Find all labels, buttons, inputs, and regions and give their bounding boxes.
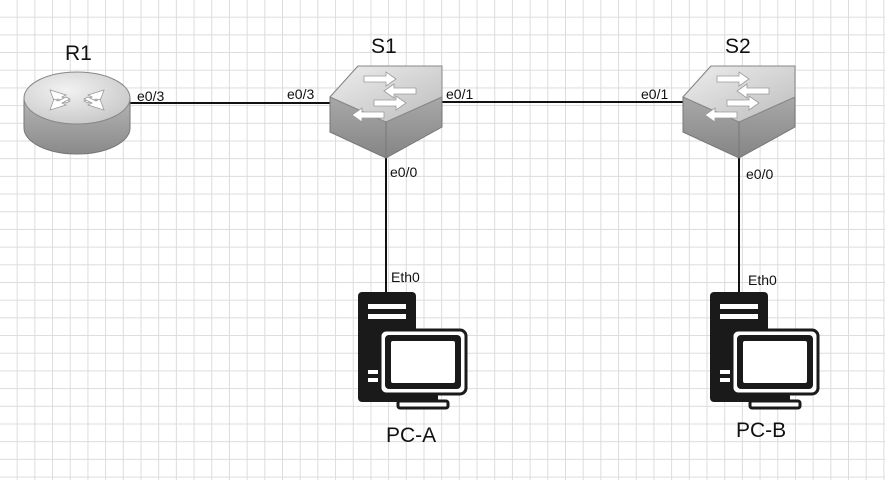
device-label-s1: S1: [371, 35, 397, 58]
device-label-pc-b: PC-B: [736, 419, 787, 442]
switch-icon[interactable]: [681, 62, 797, 160]
device-label-r1: R1: [65, 42, 92, 65]
switch-icon[interactable]: [328, 62, 444, 160]
port-label-pc-a-eth0: Eth0: [391, 269, 420, 285]
port-label-r1-e0-3: e0/3: [137, 88, 165, 104]
port-label-s2-e0-1: e0/1: [641, 86, 669, 102]
desktop-pc-icon[interactable]: [356, 290, 468, 412]
device-label-s2: S2: [725, 35, 751, 58]
router-icon[interactable]: [22, 68, 132, 160]
port-label-s1-e0-3: e0/3: [287, 86, 315, 102]
port-label-s1-e0-1: e0/1: [446, 86, 474, 102]
device-label-pc-a: PC-A: [386, 424, 437, 447]
desktop-pc-icon[interactable]: [708, 290, 820, 412]
port-label-pc-b-eth0: Eth0: [748, 272, 777, 288]
port-label-s2-e0-0: e0/0: [746, 166, 774, 182]
port-label-s1-e0-0: e0/0: [390, 164, 418, 180]
